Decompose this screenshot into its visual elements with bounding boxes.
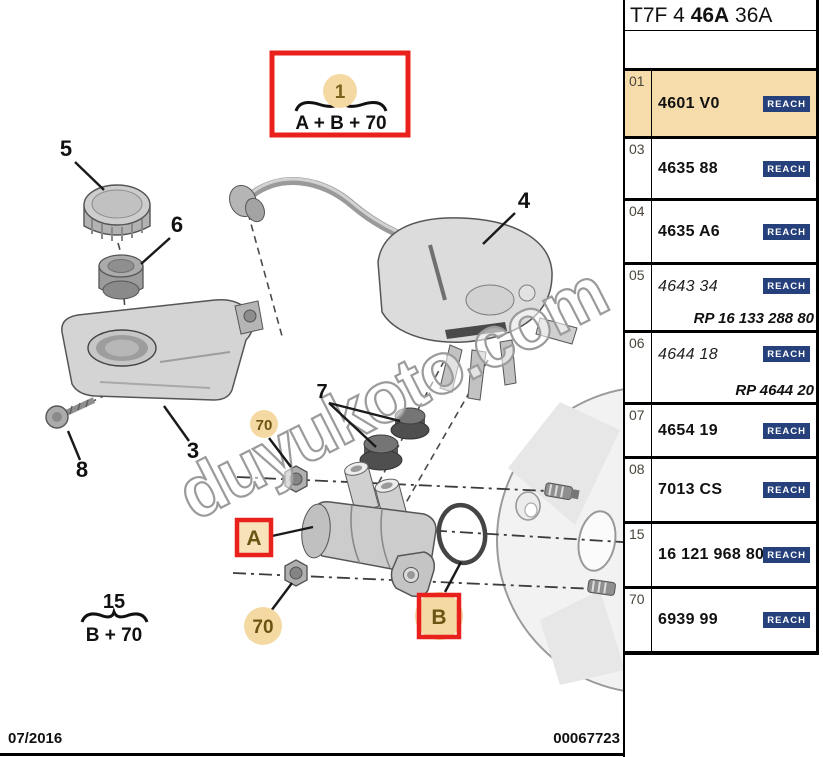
row-item-number: 01 xyxy=(625,71,652,136)
assembly-callout-15: 15 B + 70 xyxy=(80,591,149,646)
callout-70-lower[interactable]: 70 xyxy=(244,607,282,645)
assembly-1-formula: A + B + 70 xyxy=(295,113,386,134)
catalog-reference-title: T7F 4 46A 36A xyxy=(625,0,816,31)
mounting-nut-part xyxy=(284,465,308,587)
table-row[interactable]: 03 4635 88 REACH xyxy=(625,139,816,201)
title-bold: 46A xyxy=(690,4,730,27)
exploded-diagram-panel: duyukoto.com 5 6 3 8 4 7 xyxy=(0,50,804,756)
row-item-number: 05 xyxy=(625,265,652,330)
table-row[interactable]: 07 4654 19 REACH xyxy=(625,405,816,459)
exploded-diagram: duyukoto.com 5 6 3 8 4 7 xyxy=(45,50,804,694)
edition-date: 07/2016 xyxy=(8,730,63,747)
row-item-number: 70 xyxy=(625,589,652,651)
row-part-cell: 4644 18 REACH RP 4644 20 xyxy=(652,333,816,402)
replacement-part-number: RP 16 133 288 80 xyxy=(693,310,814,327)
row-part-cell: 4635 A6 REACH xyxy=(652,201,816,262)
reach-badge[interactable]: REACH xyxy=(763,278,810,294)
callout-b[interactable]: B xyxy=(415,592,463,640)
part-number: 16 121 968 80 xyxy=(658,546,765,563)
panel-bottom-border xyxy=(0,753,625,756)
part-number: 4644 18 xyxy=(658,346,718,363)
assembly-1-number: 1 xyxy=(335,82,346,103)
reach-badge[interactable]: REACH xyxy=(763,346,810,362)
part-number: 4601 V0 xyxy=(658,94,720,112)
part-number: 4643 34 xyxy=(658,278,718,295)
replacement-part-number: RP 4644 20 xyxy=(735,382,814,399)
assembly-callout-1[interactable]: 1 A + B + 70 xyxy=(269,50,411,138)
row-item-number: 04 xyxy=(625,201,652,262)
table-gap-row xyxy=(625,31,816,71)
booster-stud xyxy=(544,482,616,596)
brake-booster-disc xyxy=(496,386,804,694)
part-number: 7013 CS xyxy=(658,481,723,498)
row-part-cell: 7013 CS REACH xyxy=(652,459,816,521)
row-part-cell: 4643 34 REACH RP 16 133 288 80 xyxy=(652,265,816,330)
row-item-number: 03 xyxy=(625,139,652,198)
reservoir-part xyxy=(61,298,264,401)
part-number: 4635 A6 xyxy=(658,222,720,240)
callout-70-upper-label: 70 xyxy=(256,417,273,434)
assembly-15-number: 15 xyxy=(103,591,125,613)
row-item-number: 08 xyxy=(625,459,652,521)
row-item-number: 15 xyxy=(625,524,652,586)
row-item-number: 07 xyxy=(625,405,652,456)
row-part-cell: 6939 99 REACH xyxy=(652,589,816,651)
part-label-5[interactable]: 5 xyxy=(60,136,72,161)
part-label-6[interactable]: 6 xyxy=(171,212,183,237)
row-part-cell: 4635 88 REACH xyxy=(652,139,816,198)
table-row[interactable]: 15 16 121 968 80 REACH xyxy=(625,524,816,589)
part-number: 6939 99 xyxy=(658,611,718,628)
leader-lines xyxy=(66,161,516,612)
callout-b-label: B xyxy=(431,606,446,629)
table-row[interactable]: 08 7013 CS REACH xyxy=(625,459,816,524)
assembly-15-formula: B + 70 xyxy=(86,625,143,646)
part-label-3[interactable]: 3 xyxy=(187,438,199,463)
row-part-cell: 4601 V0 REACH xyxy=(652,71,816,136)
table-row[interactable]: 06 4644 18 REACH RP 4644 20 xyxy=(625,333,816,405)
part-label-8[interactable]: 8 xyxy=(76,457,88,482)
master-cylinder-part xyxy=(301,461,437,598)
row-part-cell: 4654 19 REACH xyxy=(652,405,816,456)
reach-badge[interactable]: REACH xyxy=(763,95,810,112)
table-row[interactable]: 05 4643 34 REACH RP 16 133 288 80 xyxy=(625,265,816,333)
part-label-7[interactable]: 7 xyxy=(316,381,327,403)
callout-a-label: A xyxy=(246,527,261,550)
row-part-cell: 16 121 968 80 REACH xyxy=(652,524,816,586)
part-number: 4654 19 xyxy=(658,421,718,439)
callout-a[interactable]: A xyxy=(234,517,274,558)
row-item-number: 06 xyxy=(625,333,652,402)
table-row[interactable]: 70 6939 99 REACH xyxy=(625,589,816,651)
grommets-part xyxy=(359,407,430,471)
table-row[interactable]: 01 4601 V0 REACH xyxy=(625,71,816,139)
part-number: 4635 88 xyxy=(658,159,718,177)
o-ring-part xyxy=(436,502,488,566)
reach-badge[interactable]: REACH xyxy=(763,223,810,240)
callout-70-upper[interactable]: 70 xyxy=(250,410,278,438)
panel-divider xyxy=(623,0,625,757)
reach-badge[interactable]: REACH xyxy=(763,482,810,498)
reach-badge[interactable]: REACH xyxy=(763,612,810,628)
reservoir-seal-part xyxy=(98,254,144,300)
title-prefix: T7F 4 xyxy=(630,4,691,27)
part-label-4[interactable]: 4 xyxy=(518,188,531,213)
document-number: 00067723 xyxy=(553,730,620,747)
hose-reservoir-part xyxy=(229,177,578,401)
reach-badge[interactable]: REACH xyxy=(763,547,810,563)
reservoir-cap-part xyxy=(83,184,151,241)
parts-table: T7F 4 46A 36A 01 4601 V0 REACH 03 4635 8… xyxy=(625,0,819,655)
callout-70-lower-label: 70 xyxy=(252,617,273,638)
reservoir-screw-part xyxy=(45,397,96,429)
reach-badge[interactable]: REACH xyxy=(763,422,810,439)
reach-badge[interactable]: REACH xyxy=(763,160,810,177)
title-suffix: 36A xyxy=(729,4,773,27)
table-row[interactable]: 04 4635 A6 REACH xyxy=(625,201,816,265)
